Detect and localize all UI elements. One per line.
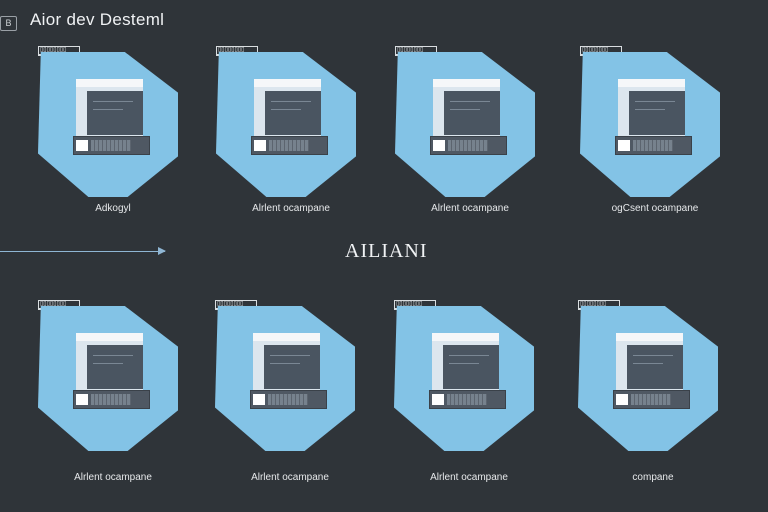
center-label: AILIANI	[345, 240, 428, 262]
keyboard-icon	[251, 136, 328, 155]
arrow-right-icon	[0, 247, 166, 255]
card-caption: compane	[632, 472, 674, 483]
keyboard-icon	[250, 390, 327, 409]
keyboard-icon	[615, 136, 692, 155]
card-caption: Alrlent ocampane	[74, 472, 152, 483]
app-title: Aior dev Desteml	[30, 10, 165, 29]
menu-icon[interactable]: B	[0, 16, 17, 31]
monitor-icon	[76, 333, 143, 391]
card-top-1[interactable]: ▯▯▯▯▯▯▯▯ Adkogyl	[38, 46, 188, 226]
card-caption: Alrlent ocampane	[430, 472, 508, 483]
monitor-icon	[616, 333, 683, 391]
keyboard-icon	[429, 390, 506, 409]
monitor-icon	[432, 333, 499, 391]
monitor-icon	[253, 333, 320, 391]
monitor-icon	[254, 79, 321, 137]
monitor-icon	[76, 79, 143, 137]
card-top-2[interactable]: ▯▯▯▯▯▯▯▯ Alrlent ocampane	[216, 46, 366, 226]
card-bottom-2[interactable]: ▯▯▯▯▯▯▯▯ Alrlent ocampane	[215, 300, 365, 483]
card-caption: ogCsent ocampane	[611, 203, 699, 214]
card-caption: Alrlent ocampane	[431, 203, 509, 214]
keyboard-icon	[73, 390, 150, 409]
keyboard-icon	[613, 390, 690, 409]
card-caption: Alrlent ocampane	[252, 203, 330, 214]
card-caption: Alrlent ocampane	[251, 472, 329, 483]
keyboard-icon	[73, 136, 150, 155]
card-bottom-4[interactable]: ▯▯▯▯▯▯▯▯ compane	[578, 300, 728, 483]
monitor-icon	[433, 79, 500, 137]
card-bottom-1[interactable]: ▯▯▯▯▯▯▯▯ Alrlent ocampane	[38, 300, 188, 483]
keyboard-icon	[430, 136, 507, 155]
monitor-icon	[618, 79, 685, 137]
card-bottom-3[interactable]: ▯▯▯▯▯▯▯▯ Alrlent ocampane	[394, 300, 544, 483]
card-top-3[interactable]: ▯▯▯▯▯▯▯▯ Alrlent ocampane	[395, 46, 545, 226]
card-top-4[interactable]: ▯▯▯▯▯▯▯▯ ogCsent ocampane	[580, 46, 730, 226]
card-caption: Adkogyl	[95, 203, 131, 214]
